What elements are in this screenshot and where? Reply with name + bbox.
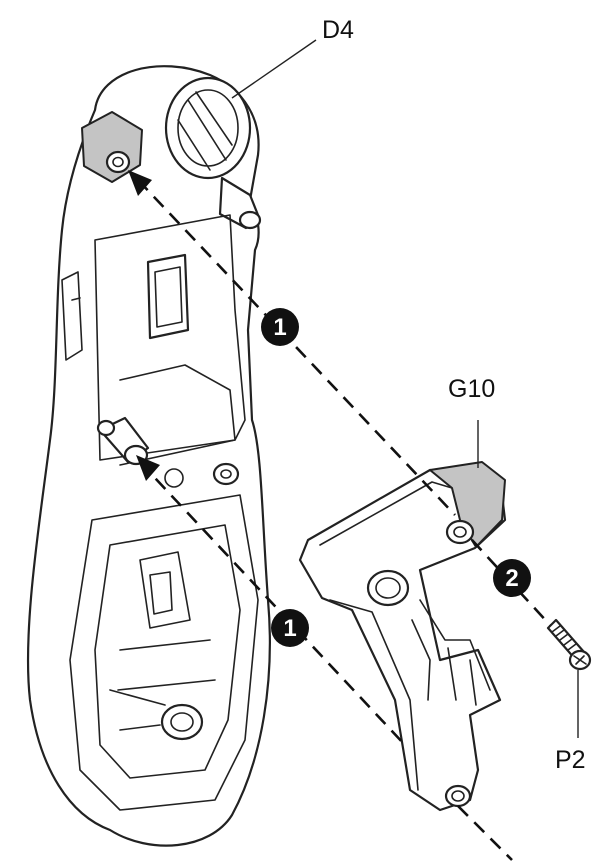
svg-text:1: 1 (273, 314, 286, 341)
svg-text:2: 2 (505, 565, 518, 592)
label-p2: P2 (555, 746, 586, 774)
upper-arrowhead (128, 170, 152, 196)
label-g10: G10 (448, 375, 495, 403)
d4-leader-line (231, 39, 317, 99)
step-badge-screw: 2 (493, 559, 531, 597)
bracket-part (298, 461, 507, 812)
bottom-dashed-path (457, 805, 513, 861)
upper-dashed-path (137, 179, 456, 516)
svg-text:1: 1 (283, 615, 296, 642)
step-badge-lower: 1 (271, 609, 309, 647)
lower-dashed-path (139, 461, 406, 746)
screw-part (546, 618, 592, 671)
housing-part (26, 65, 271, 847)
lower-arrowhead (136, 455, 160, 481)
step-badge-upper: 1 (261, 308, 299, 346)
label-d4: D4 (322, 16, 354, 44)
